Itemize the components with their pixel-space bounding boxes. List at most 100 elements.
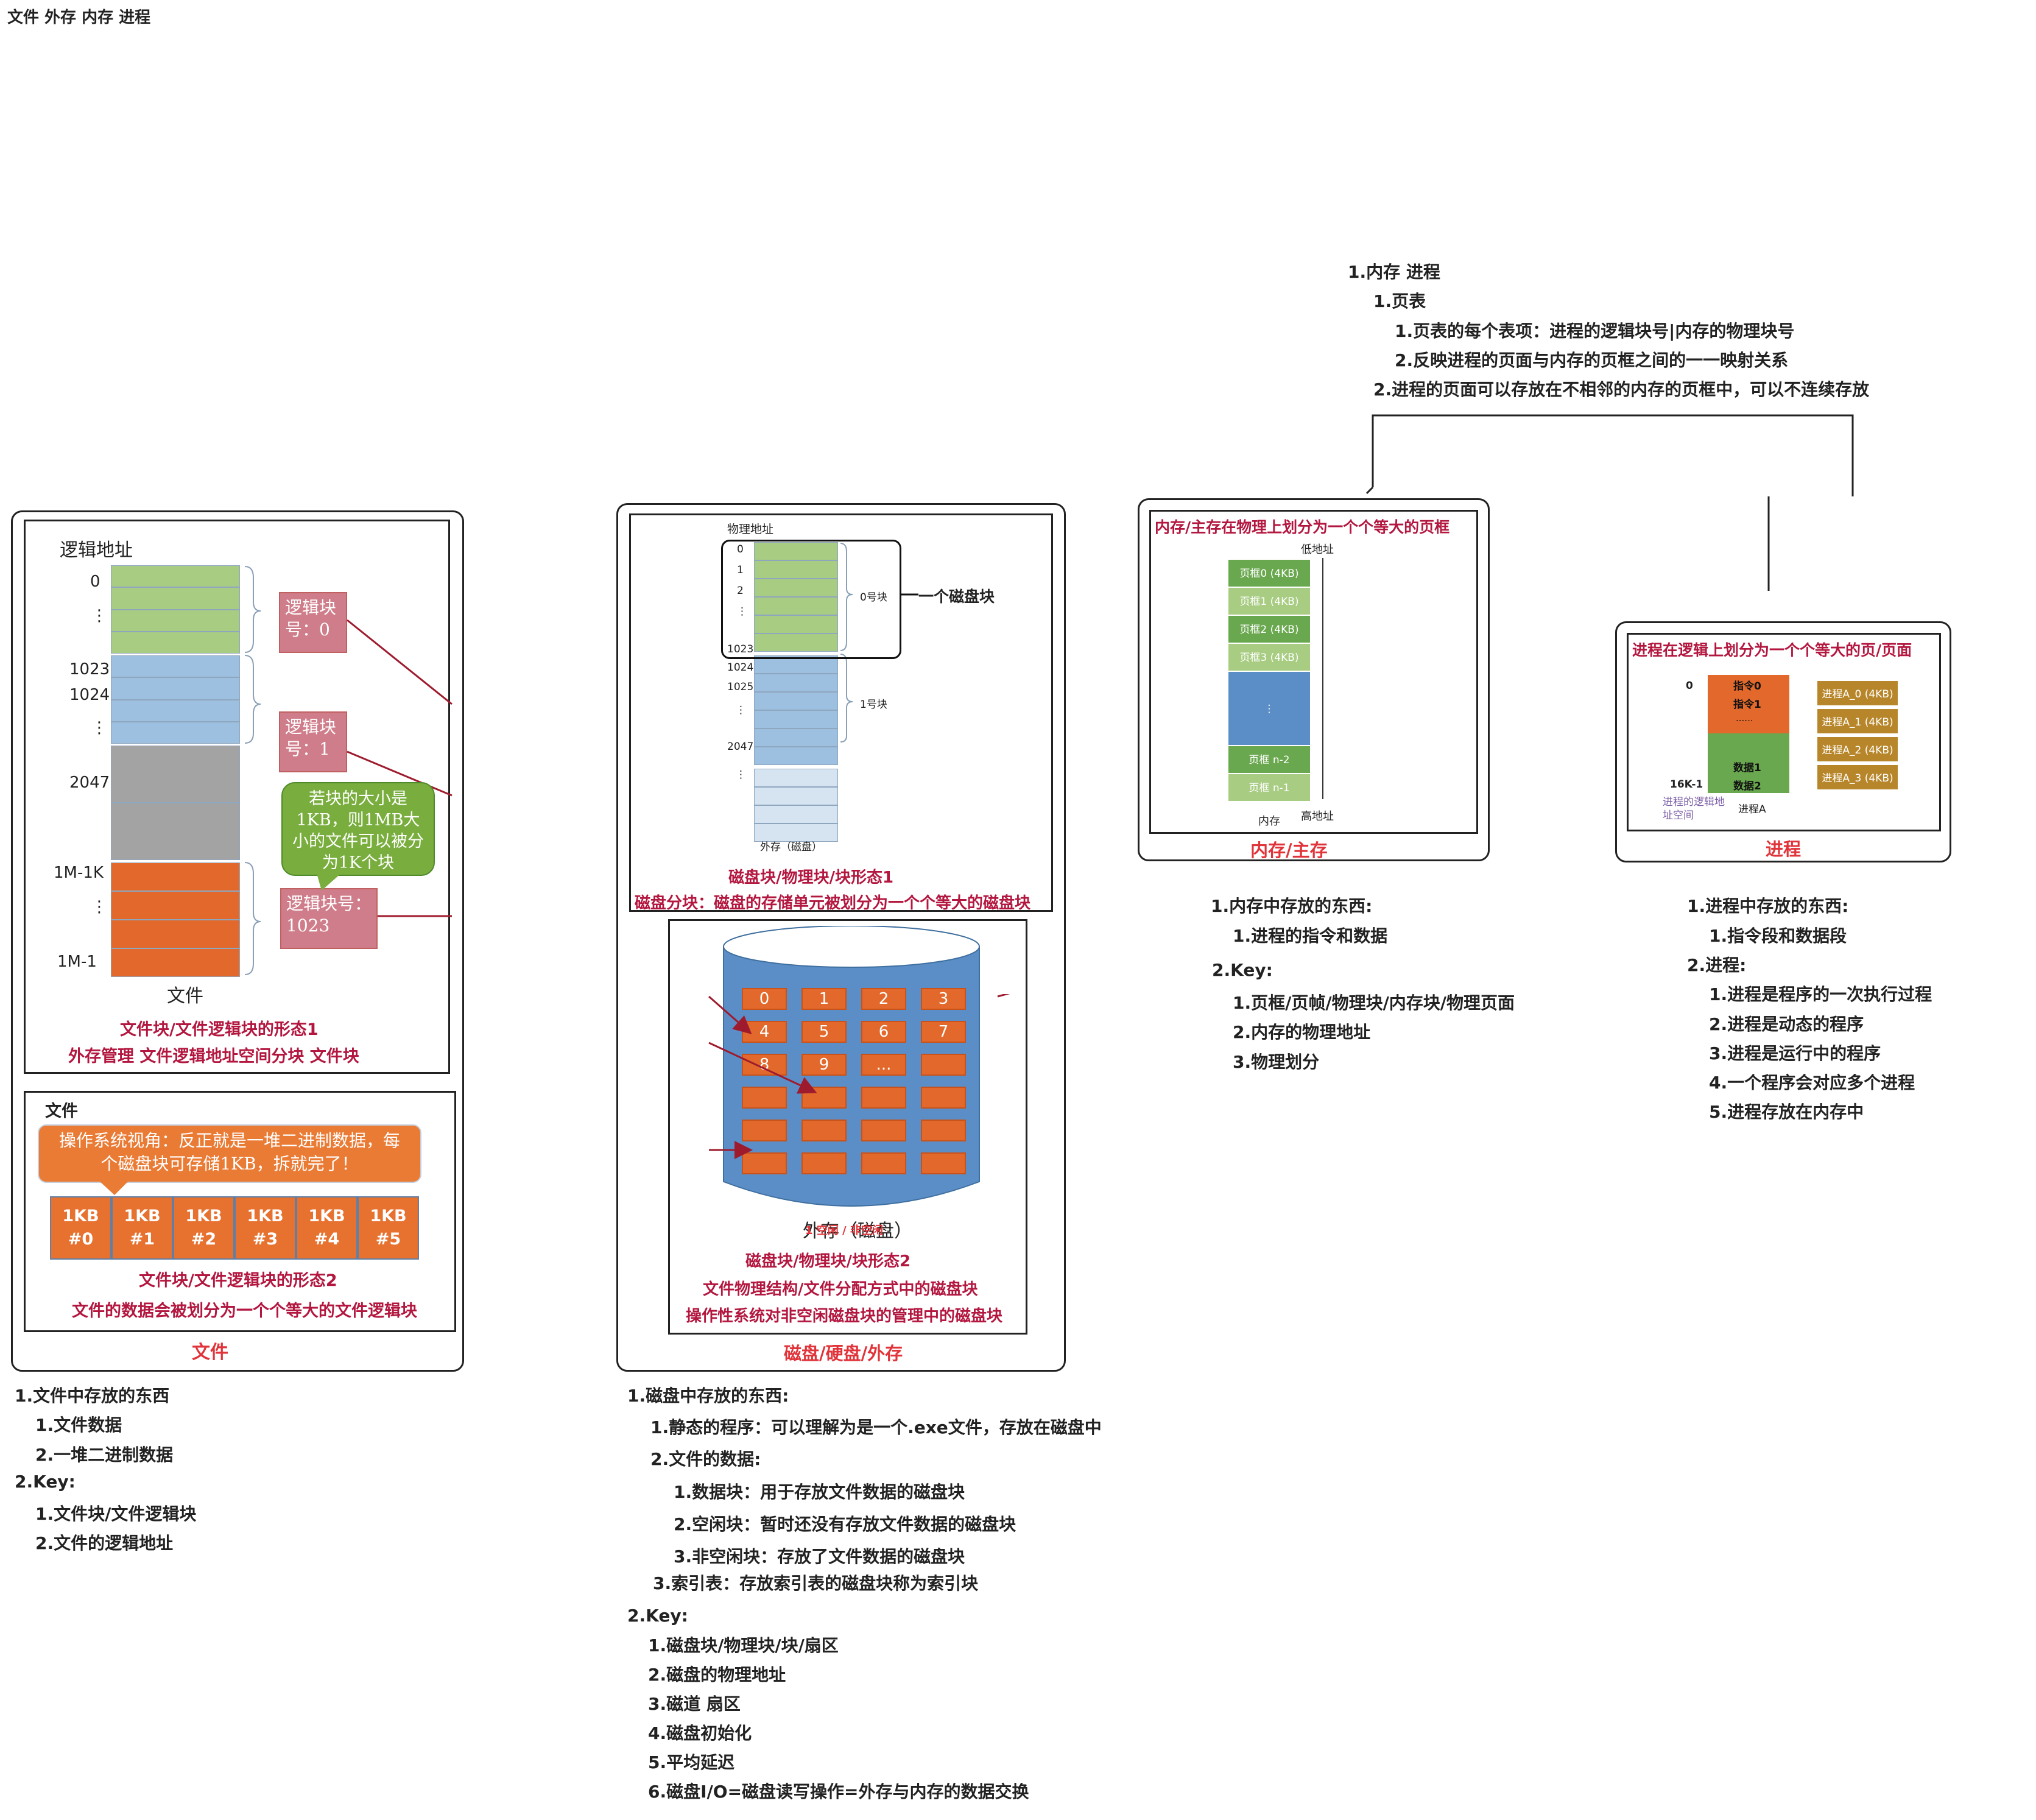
address-cell (111, 746, 240, 803)
file-note: 2.文件的逻辑地址 (35, 1533, 174, 1553)
proc-top-end: 16K-1 (1670, 778, 1703, 791)
disk-note: 2.文件的数据: (650, 1449, 761, 1469)
disk-block (861, 1152, 906, 1174)
disk-block (742, 1087, 787, 1109)
kb-cell: 1KB#1 (111, 1196, 173, 1260)
disk-block: 6 (861, 1021, 906, 1043)
kb-size: 1KB (370, 1207, 407, 1226)
memory-panel-label: 内存/主存 (1250, 840, 1328, 861)
bubble-tail (317, 873, 341, 891)
addr-tick: 1M-1 (57, 953, 97, 971)
os-callout-text: 操作系统视角：反正就是一堆二进制数据，每个磁盘块可存储1KB，拆就完了！ (58, 1130, 400, 1174)
disk-block (861, 1087, 906, 1109)
disk-note: 1.静态的程序：可以理解为是一个.exe文件，存放在磁盘中 (650, 1417, 1102, 1437)
kb-size: 1KB (185, 1207, 222, 1226)
process-page: 进程A_2 (4KB) (1816, 736, 1899, 763)
kb-cell: 1KB#2 (173, 1196, 234, 1260)
kb-size: 1KB (247, 1207, 284, 1226)
one-block-label: 一个磁盘块 (918, 588, 995, 605)
space-label: 进程的逻辑地址空间 (1663, 796, 1725, 822)
data-1: 数据1 (1733, 762, 1761, 774)
address-cell (111, 862, 240, 891)
instr-more: ...... (1736, 713, 1753, 724)
memory-note: 2.Key: (1212, 960, 1273, 980)
disk-block-0-label: 0号块 (860, 591, 887, 604)
disk-address-cell (754, 597, 838, 615)
kb-index: #0 (68, 1230, 94, 1249)
kb-size: 1KB (308, 1207, 345, 1226)
memory-box: 内存/主存在物理上划分为一个个等大的页框 低地址 页框0 (4KB)页框1 (4… (1149, 510, 1478, 834)
logical-block-0: 逻辑块号：0 (279, 592, 347, 653)
memory-label: 内存 (1258, 815, 1280, 828)
file-logical-box: 逻辑地址 0 ⋮ 1023 1024 ⋮ 2047 1M-1K ⋮ 1M-1 逻… (24, 520, 453, 1074)
file-caption-2: 外存管理 文件逻辑地址空间分块 文件块 (68, 1047, 359, 1066)
disk-note: 3.磁道 扇区 (648, 1694, 741, 1714)
disk-cylinder (723, 926, 980, 1207)
disk-caption-1: 磁盘块/物理块/块形态1 (728, 869, 894, 887)
page-title: 文件 外存 内存 进程 (7, 9, 151, 27)
outline-item2: 2.进程的页面可以存放在不相邻的内存的页框中，可以不连续存放 (1373, 379, 1870, 400)
disk-block: 7 (921, 1021, 966, 1043)
addr-arrow (1322, 558, 1323, 799)
file-label: 文件 (167, 986, 203, 1007)
memory-frame: 页框1 (4KB) (1228, 587, 1311, 615)
disk-note: 3.索引表：存放索引表的磁盘块称为索引块 (653, 1573, 979, 1593)
one-block-highlight (721, 540, 901, 659)
disk-caption-4: 文件物理结构/文件分配方式中的磁盘块 (703, 1280, 978, 1299)
memory-panel: 内存/主存在物理上划分为一个个等大的页框 低地址 页框0 (4KB)页框1 (4… (1138, 498, 1490, 861)
process-note: 1.进程是程序的一次执行过程 (1709, 984, 1932, 1004)
process-note: 4.一个程序会对应多个进程 (1709, 1073, 1915, 1093)
disk-note: 2.Key: (627, 1606, 688, 1626)
address-cell (111, 803, 240, 860)
high-addr: 高地址 (1301, 810, 1334, 823)
address-cell (111, 920, 240, 948)
disk-address-cell (754, 579, 838, 597)
disk-block: 5 (801, 1021, 847, 1043)
address-cell (111, 677, 240, 700)
address-cell (111, 891, 240, 920)
kb-cell: 1KB#0 (50, 1196, 111, 1260)
disk-address-cell (754, 710, 838, 728)
file-note: 1.文件数据 (35, 1415, 122, 1435)
one-block-pointer (901, 593, 918, 596)
disk-block (921, 1054, 966, 1076)
disk-address-cell (754, 787, 838, 805)
outline-pt-item2: 2.反映进程的页面与内存的页框之间的一一映射关系 (1395, 350, 1789, 370)
kb-cell: 1KB#4 (296, 1196, 358, 1260)
process-page: 进程A_0 (4KB) (1816, 680, 1899, 707)
disk-red-arrows (708, 994, 1010, 1159)
logical-block-1023: 逻辑块号：1023 (280, 888, 378, 949)
file-caption-3: 文件块/文件逻辑块的形态2 (139, 1271, 337, 1290)
data-segment (1708, 733, 1789, 793)
disk-block: 9 (801, 1054, 847, 1076)
process-title: 进程在逻辑上划分为一个个等大的页/页面 (1632, 641, 1912, 659)
kb-cell: 1KB#3 (234, 1196, 296, 1260)
kb-size: 1KB (62, 1207, 99, 1226)
process-note: 1.进程中存放的东西: (1687, 896, 1849, 916)
instr-1: 指令1 (1733, 699, 1761, 711)
disk-block: 0 (742, 988, 787, 1010)
file-address-column (111, 565, 240, 977)
kb-index: #3 (252, 1230, 278, 1249)
memory-note: 1.页框/页帧/物理块/内存块/物理页面 (1233, 993, 1515, 1013)
process-note: 2.进程: (1687, 955, 1747, 975)
disk-block (921, 1087, 966, 1109)
disk-note: 5.平均延迟 (648, 1752, 735, 1772)
disk-block (742, 1152, 787, 1174)
disk-note: 2.空闲块：暂时还没有存放文件数据的磁盘块 (674, 1514, 1016, 1534)
address-cell (111, 609, 240, 632)
disk-block: 1 (801, 988, 847, 1010)
addr-tick: 1023 (69, 660, 110, 679)
address-cell (111, 699, 240, 722)
disk-caption-5: 操作性系统对非空闲磁盘块的管理中的磁盘块 (686, 1307, 1003, 1325)
disk-caption-3: 磁盘块/物理块/块形态2 (745, 1252, 911, 1271)
kb-cell: 1KB#5 (358, 1196, 419, 1260)
disk-panel: 物理地址 0 1 2 ⋮ 1023 1024 1025 ⋮ 2047 ⋮ 0号块… (616, 503, 1066, 1372)
process-note: 1.指令段和数据段 (1709, 926, 1847, 946)
addr-tick: 1M-1K (54, 864, 104, 882)
process-page: 进程A_1 (4KB) (1816, 708, 1899, 735)
file-kb-box: 文件 操作系统视角：反正就是一堆二进制数据，每个磁盘块可存储1KB，拆就完了！ … (24, 1091, 456, 1332)
bubble-text: 若块的大小是1KB，则1MB大小的文件可以被分为1K个块 (292, 789, 424, 872)
